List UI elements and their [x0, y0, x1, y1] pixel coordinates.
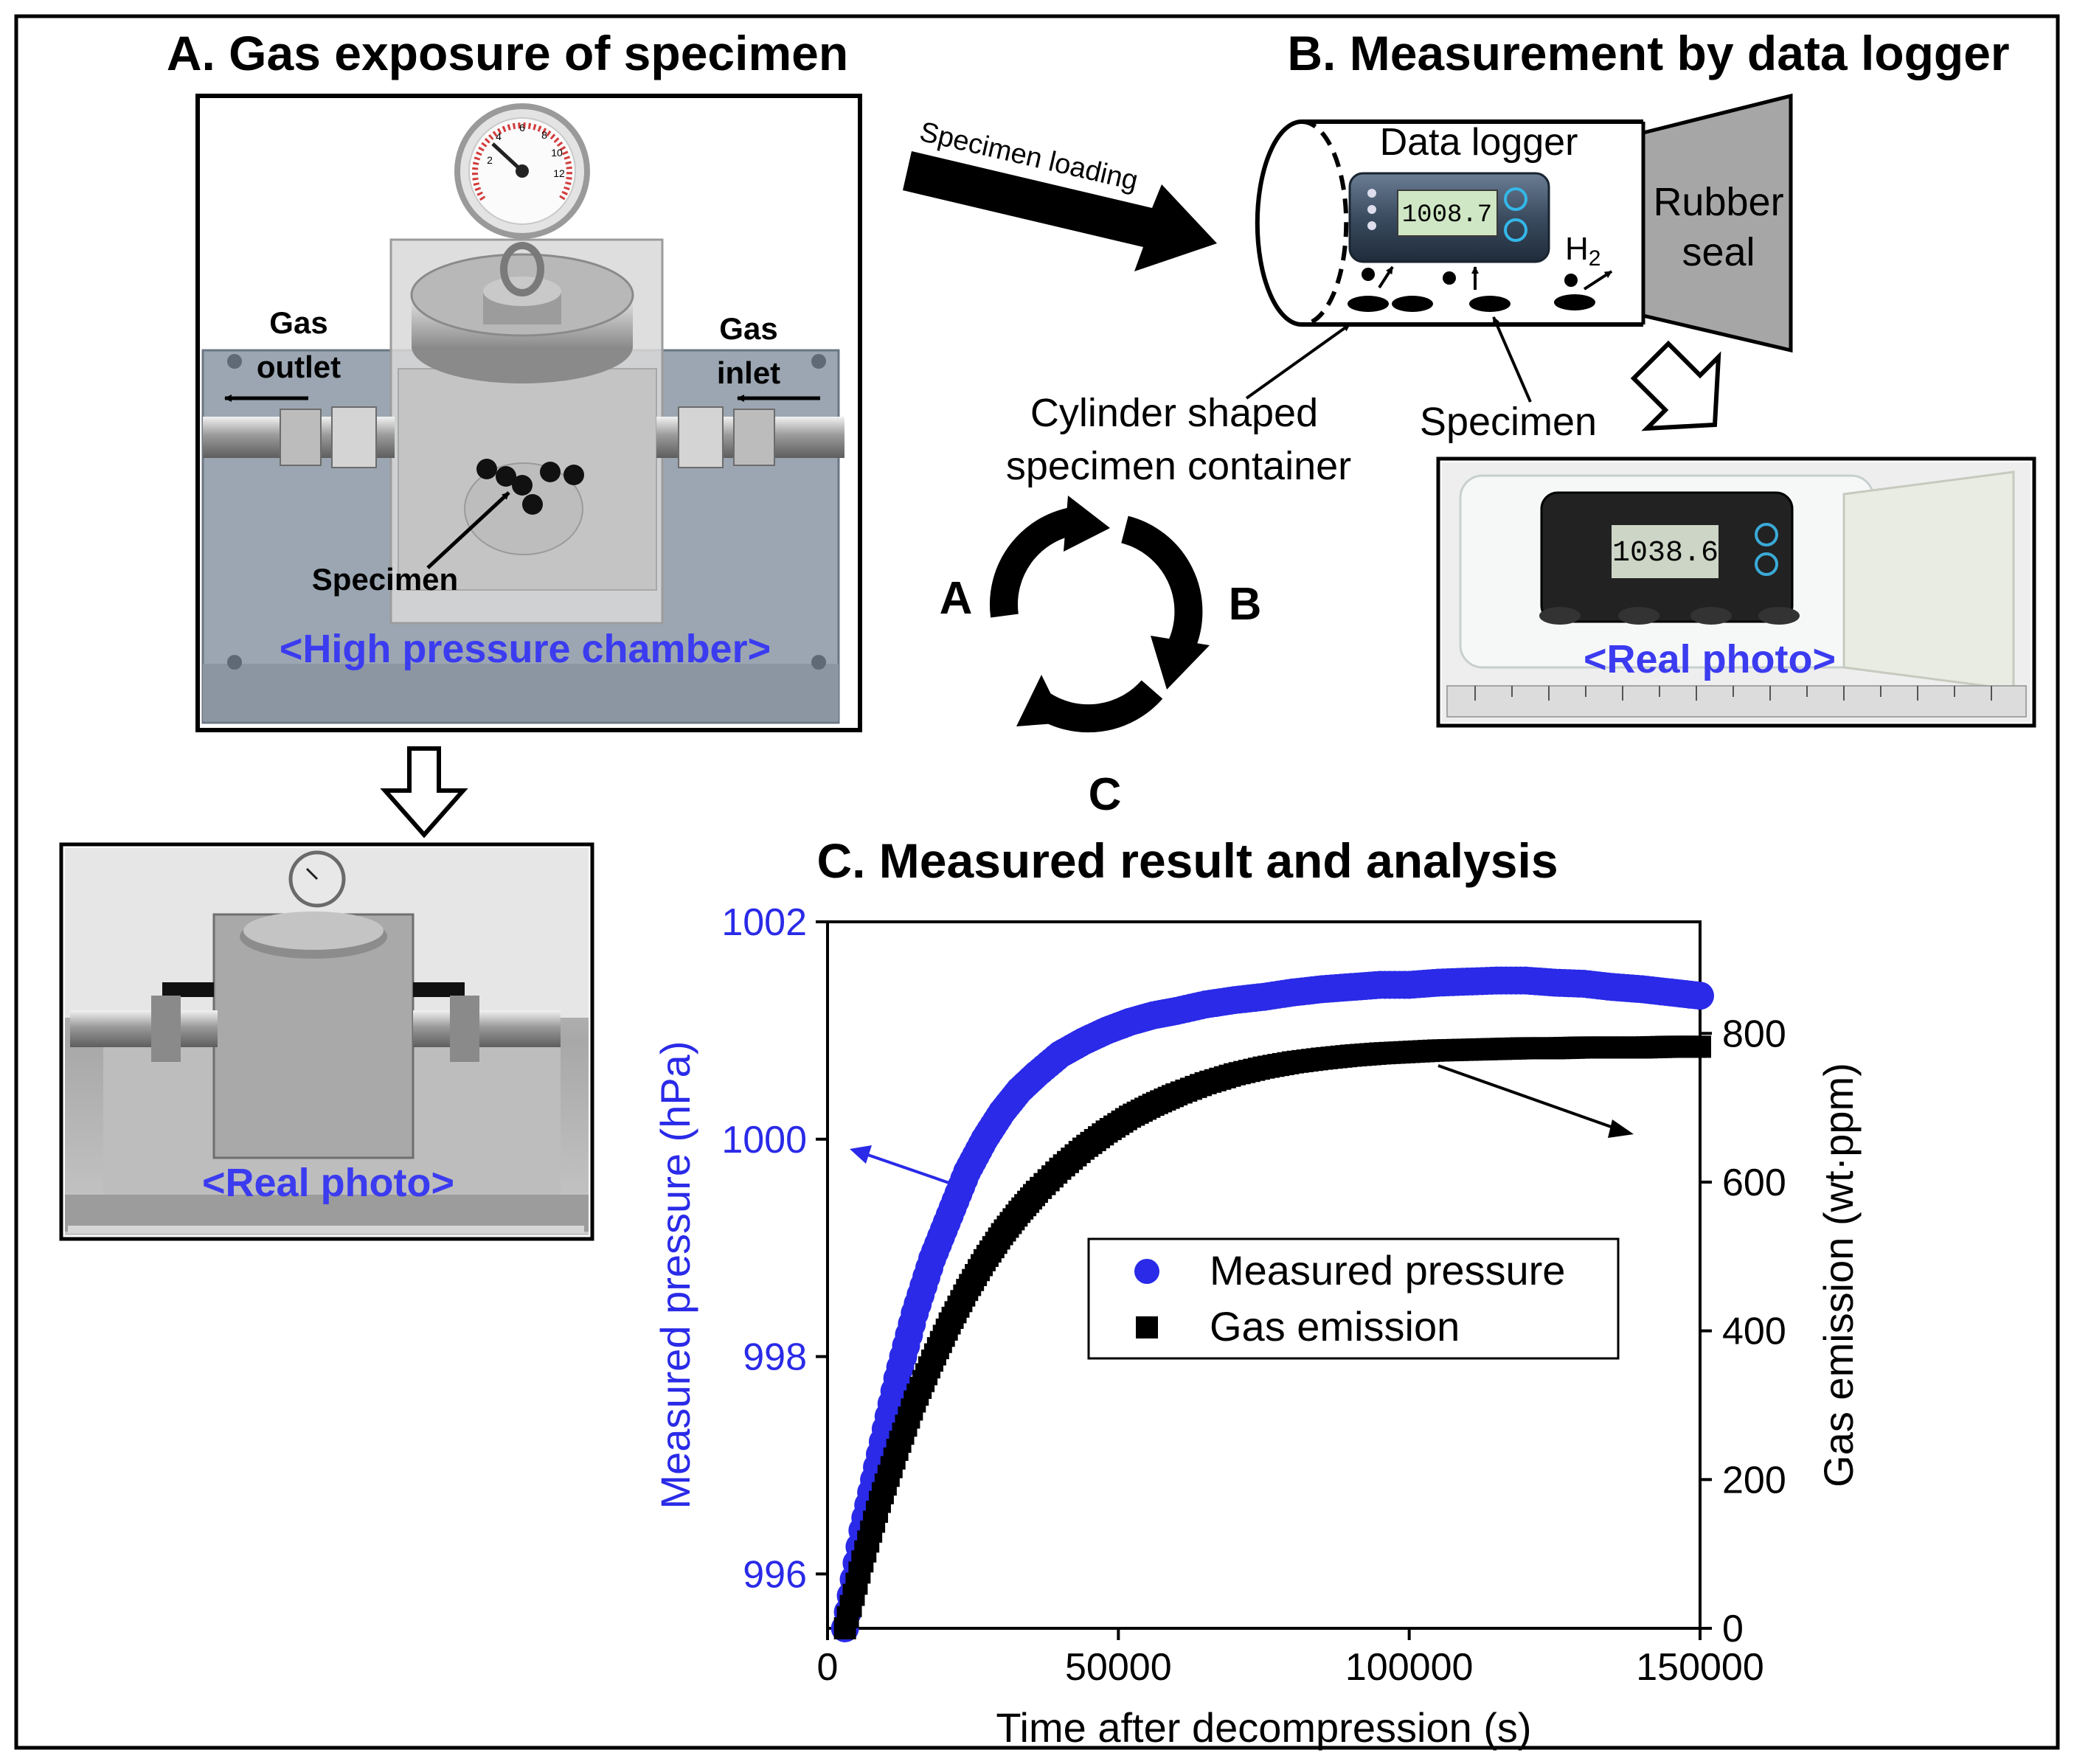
- cycle-label-b: B: [1229, 579, 1262, 630]
- rubber-seal-label: Rubber: [1653, 180, 1783, 224]
- y-right-tick-label: 400: [1722, 1310, 1786, 1353]
- cycle-arrows-icon: [989, 496, 1210, 733]
- y-right-tick-label: 200: [1722, 1459, 1786, 1501]
- h2-subscript: 2: [1589, 246, 1601, 271]
- pressure-axis-arrow: [859, 1150, 967, 1190]
- x-tick-label: 0: [817, 1646, 839, 1689]
- container-label: Cylinder shaped: [1030, 391, 1318, 435]
- hollow-diagonal-arrow-icon: [1630, 340, 1721, 431]
- legend-marker-pressure: [1134, 1259, 1159, 1284]
- emission-axis-arrow: [1437, 1064, 1616, 1130]
- panel-a-title: A. Gas exposure of specimen: [167, 26, 848, 80]
- logger-real-photo: [1436, 456, 2036, 728]
- gauge-number: 4: [496, 131, 502, 142]
- logger-display-value: 1008.7: [1402, 201, 1492, 229]
- gas-outlet-label: outlet: [257, 350, 341, 384]
- gas-inlet-label: inlet: [717, 355, 780, 390]
- x-tick-label: 150000: [1636, 1646, 1764, 1689]
- chamber-real-photo: [59, 842, 594, 1241]
- specimen-label-a: Specimen: [312, 562, 458, 597]
- container-label: specimen container: [1006, 444, 1351, 488]
- gauge-number: 6: [519, 122, 525, 133]
- photo-display-value: 1038.6: [1612, 537, 1718, 570]
- x-axis-label: Time after decompression (s): [996, 1704, 1531, 1751]
- gas-outlet-label: Gas: [269, 305, 327, 340]
- data-logger-label: Data logger: [1380, 121, 1578, 164]
- measured-result-chart: 0 50000 100000 150000 996 998 1000 1002 0 200 400 6…: [652, 901, 1862, 1751]
- series-measured-pressure: [830, 966, 1714, 1642]
- chamber-caption: <High pressure chamber>: [280, 627, 771, 671]
- real-photo-caption-a: <Real photo>: [202, 1161, 454, 1205]
- pressure-axis-arrowhead: [850, 1145, 872, 1164]
- gauge-number: 2: [487, 154, 493, 166]
- real-photo-caption-b: <Real photo>: [1584, 637, 1836, 681]
- plot-frame: [826, 920, 1702, 1630]
- series-gas-emission: [833, 1035, 1711, 1639]
- legend-marker-emission: [1136, 1316, 1158, 1338]
- x-tick-label: 50000: [1065, 1646, 1172, 1689]
- high-pressure-chamber-illustration: 2 4 6 8 10 12: [195, 94, 862, 732]
- data-point: [1686, 982, 1714, 1010]
- legend-label: Measured pressure: [1210, 1247, 1565, 1294]
- gauge-number: 12: [553, 167, 565, 179]
- gas-inlet-label: Gas: [719, 311, 777, 346]
- legend-box: [1087, 1237, 1620, 1360]
- panel-c-title: C. Measured result and analysis: [816, 833, 1558, 888]
- data-point: [1689, 1035, 1711, 1058]
- y-right-tick-label: 0: [1722, 1608, 1744, 1650]
- panel-b-title: B. Measurement by data logger: [1287, 26, 2009, 80]
- y-left-tick-label: 1002: [721, 901, 807, 944]
- legend-label: Gas emission: [1210, 1303, 1460, 1350]
- cycle-label-c: C: [1089, 769, 1122, 820]
- y-left-tick-label: 996: [743, 1553, 807, 1596]
- specimen-label-b: Specimen: [1420, 400, 1597, 444]
- emission-axis-arrowhead: [1608, 1119, 1634, 1138]
- cycle-label-a: A: [940, 573, 973, 624]
- x-tick-label: 100000: [1345, 1646, 1474, 1689]
- y-right-axis-label: Gas emission (wt·ppm): [1815, 1063, 1862, 1487]
- y-right-tick-label: 600: [1722, 1161, 1786, 1204]
- specimen-loading-arrow: [903, 151, 1217, 271]
- hollow-down-arrow-icon: [380, 746, 468, 838]
- y-left-tick-label: 1000: [721, 1119, 807, 1161]
- y-left-tick-label: 998: [743, 1336, 807, 1379]
- y-left-axis-label: Measured pressure (hPa): [652, 1041, 698, 1510]
- y-right-tick-label: 800: [1722, 1013, 1786, 1055]
- h2-label: H2: [1565, 231, 1600, 271]
- gauge-number: 10: [551, 147, 563, 159]
- gauge-number: 8: [541, 129, 547, 141]
- rubber-seal-label: seal: [1682, 230, 1755, 274]
- specimen-container-diagram: [1245, 93, 1793, 403]
